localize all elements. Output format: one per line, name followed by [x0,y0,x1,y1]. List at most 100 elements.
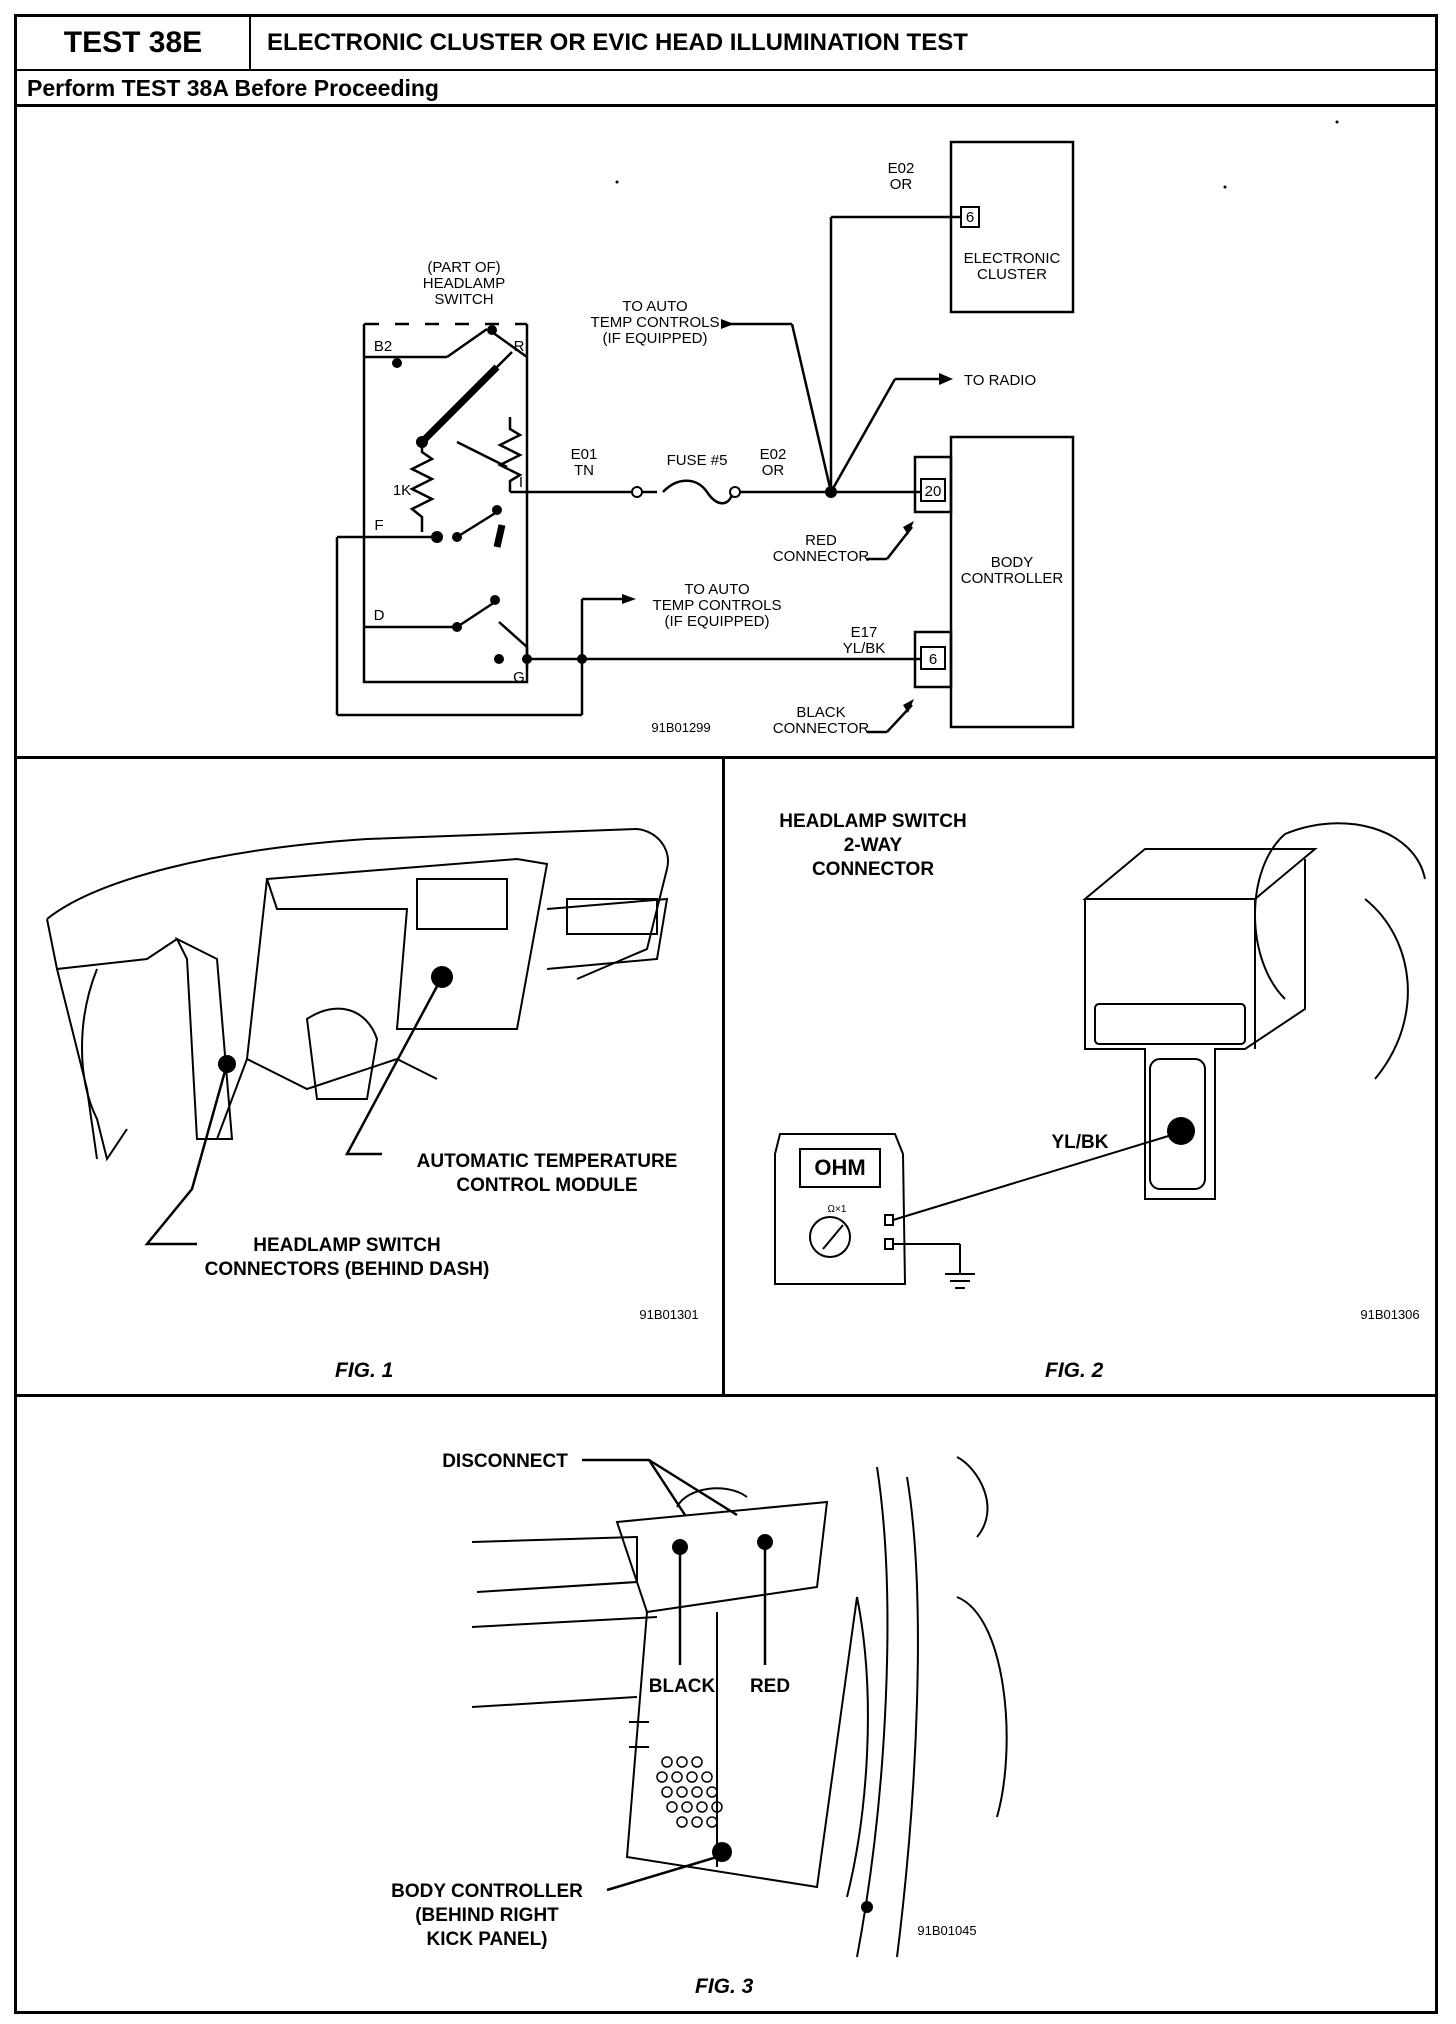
hs-label-2: CONNECTORS (BEHIND DASH) [205,1259,490,1280]
fig1-dashboard-drawing: AUTOMATIC TEMPERATURE CONTROL MODULE HEA… [46,827,699,1322]
pin-b2: B2 [374,338,392,355]
pin-6: 6 [929,651,937,668]
electronic-cluster-box [949,140,1075,314]
fig3-ref: 91B01045 [917,1923,976,1938]
pin-g: G [513,669,525,686]
to-auto-top-2: TEMP CONTROLS [591,314,720,331]
fig3-caption: FIG. 3 [695,1975,754,1998]
page-frame: TEST 38E ELECTRONIC CLUSTER OR EVIC HEAD… [14,14,1438,2014]
fig2-title-3: CONNECTOR [812,859,934,880]
fuse-label: FUSE #5 [667,452,728,469]
ohmmeter-body [774,1133,907,1285]
fig1-caption: FIG. 1 [335,1359,394,1382]
bc-label-3: KICK PANEL) [426,1929,547,1950]
ohmmeter-display-text: OHM [814,1155,865,1180]
red-connector-2: CONNECTOR [773,548,870,565]
dash-left-panel [174,936,234,1140]
test-id: TEST 38E [17,17,251,69]
test-lead-red [892,1133,1176,1221]
center-bezel [265,857,549,1030]
dash-left-end [81,968,128,1162]
fuse-symbol [662,479,735,505]
resistor-label: 1K [393,482,411,499]
schematic-section: (PART OF) HEADLAMP SWITCH B2 R I F D G 1… [17,107,1435,759]
steering-column [305,1007,379,1100]
pin-20: 20 [925,483,942,500]
title-row: TEST 38E ELECTRONIC CLUSTER OR EVIC HEAD… [17,17,1435,71]
fig3-body-controller-drawing: DISCONNECT BLACK RED BODY CONTROLLER (BE… [391,1451,1008,1958]
fig2-connector-drawing: HEADLAMP SWITCH 2-WAY CONNECTOR YL/BK [774,811,1426,1322]
dash-underside [471,1535,638,1593]
hs-leader-line [144,1063,229,1246]
ohmmeter-display [799,1148,881,1188]
ohmmeter-dial [809,1216,851,1258]
bc-label-1: BODY CONTROLLER [391,1881,583,1902]
atc-leader-line [344,976,444,1156]
fig1-panel: AUTOMATIC TEMPERATURE CONTROL MODULE HEA… [17,759,725,1397]
switch-label-1: (PART OF) [427,259,500,276]
fig2-panel: HEADLAMP SWITCH 2-WAY CONNECTOR YL/BK [725,759,1435,1397]
body-controller-case [625,1596,858,1889]
resistor-1k [409,442,435,532]
dash-top [46,827,669,980]
black-label: BLACK [649,1676,716,1697]
to-auto-bottom-1: TO AUTO [684,581,749,598]
terminal-probe-dot [1167,1117,1195,1145]
pin-r: R [514,338,525,355]
wiper-arm [419,364,500,445]
cluster-label-1: ELECTRONIC [964,250,1061,267]
bc-label-2: (BEHIND RIGHT [415,1905,559,1926]
switch-enclosure [362,324,529,684]
fig3-panel: DISCONNECT BLACK RED BODY CONTROLLER (BE… [17,1397,1435,2014]
e02-top-color: OR [890,176,913,193]
switch-label-3: SWITCH [434,291,493,308]
black-connector-box [913,630,953,689]
page-title: ELECTRONIC CLUSTER OR EVIC HEAD ILLUMINA… [267,29,968,56]
fig1-ref: 91B01301 [639,1307,698,1322]
rheostat [497,417,523,492]
black-connector-2: CONNECTOR [773,720,870,737]
connector-housing [615,1500,829,1614]
to-auto-bottom-3: (IF EQUIPPED) [664,613,769,630]
atc-label-1: AUTOMATIC TEMPERATURE [417,1151,678,1172]
radio-unit [416,878,508,930]
to-auto-bottom-2: TEMP CONTROLS [653,597,782,614]
fig2-title-2: 2-WAY [844,835,903,856]
body-controller-1: BODY [991,554,1034,571]
wire-label: YL/BK [1052,1132,1109,1153]
hs-label-1: HEADLAMP SWITCH [253,1235,441,1256]
to-auto-top-3: (IF EQUIPPED) [602,330,707,347]
e02-mid-circuit: E02 [760,446,787,463]
switch-contact-b2 [446,327,488,359]
red-connector-box [913,455,953,514]
body-controller-dot [712,1842,732,1862]
fig2-caption: FIG. 2 [1045,1359,1104,1382]
bc-leader [606,1855,718,1892]
connector-slot [1094,1003,1246,1045]
switch-label-2: HEADLAMP [423,275,506,292]
atc-label-2: CONTROL MODULE [456,1175,637,1196]
disconnect-leader [582,1458,687,1516]
pin-f: F [374,517,383,534]
connector-top [1082,848,1318,900]
e01-color: TN [574,462,594,479]
e01-circuit: E01 [571,446,598,463]
pin-i: I [519,474,523,491]
kick-panel-edge [856,1466,889,1958]
body-controller-2: CONTROLLER [961,570,1064,587]
body-controller-box [949,435,1075,729]
e17-circuit: E17 [851,624,878,641]
ohmmeter-range: Ω×1 [828,1204,847,1215]
e02-mid-color: OR [762,462,785,479]
page-subtitle: Perform TEST 38A Before Proceeding [27,74,439,101]
red-label: RED [750,1676,790,1697]
black-connector-1: BLACK [796,704,845,721]
subtitle-row: Perform TEST 38A Before Proceeding [17,71,1435,107]
disconnect-label: DISCONNECT [442,1451,568,1472]
fig2-title-1: HEADLAMP SWITCH [779,811,967,832]
pin-d: D [374,607,385,624]
to-radio-label: TO RADIO [964,372,1036,389]
vent-holes [656,1756,723,1828]
to-auto-top-1: TO AUTO [622,298,687,315]
red-connector-1: RED [805,532,837,549]
